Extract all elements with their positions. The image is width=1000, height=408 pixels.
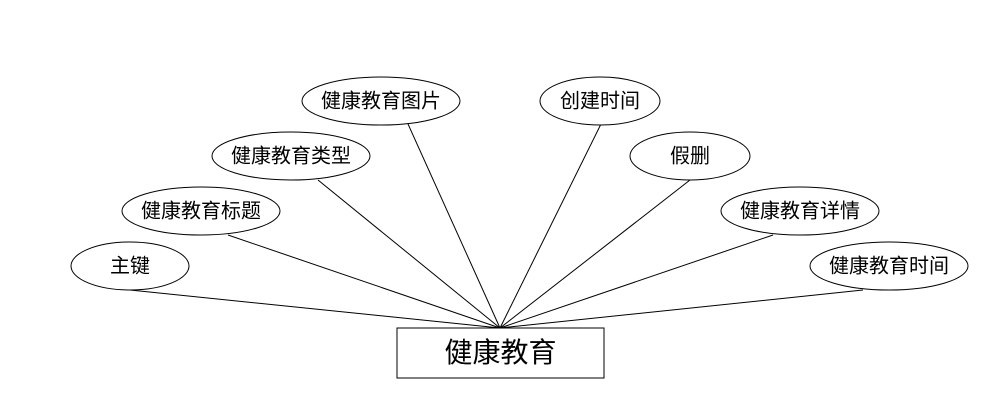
attribute-ellipse	[70, 241, 190, 291]
connector-type	[317, 179, 501, 329]
attribute-label: 健康教育时间	[829, 254, 949, 278]
attribute-title: 健康教育标题	[121, 186, 281, 236]
entity-rect	[396, 327, 605, 379]
attribute-label: 健康教育图片	[321, 89, 441, 113]
connectors	[129, 123, 864, 329]
entity-name: 健康教育	[444, 336, 556, 369]
attribute-ellipse	[301, 76, 461, 126]
entity-box: 健康教育	[396, 327, 605, 379]
attribute-ellipse	[629, 131, 751, 181]
attribute-ellipse	[211, 131, 371, 181]
attribute-created: 创建时间	[539, 76, 661, 126]
attribute-soft-delete: 假删	[629, 131, 751, 181]
attribute-pk: 主键	[70, 241, 190, 291]
attribute-image: 健康教育图片	[301, 76, 461, 126]
connector-time	[499, 289, 864, 329]
connector-pk	[129, 289, 501, 329]
attribute-ellipse	[720, 186, 880, 236]
attribute-label: 健康教育类型	[231, 144, 351, 168]
connector-title	[227, 234, 501, 329]
attribute-detail: 健康教育详情	[720, 186, 880, 236]
connector-created	[499, 123, 602, 329]
attribute-ellipse	[539, 76, 661, 126]
attribute-label: 主键	[110, 254, 150, 278]
connector-detail	[499, 234, 774, 329]
attribute-ellipse	[809, 241, 969, 291]
connector-image	[407, 123, 501, 329]
attribute-type: 健康教育类型	[211, 131, 371, 181]
attribute-label: 创建时间	[560, 89, 640, 113]
attribute-label: 健康教育标题	[141, 199, 261, 223]
connector-soft-delete	[499, 179, 691, 329]
attribute-ellipse	[121, 186, 281, 236]
attribute-label: 健康教育详情	[740, 199, 860, 223]
attribute-label: 假删	[670, 144, 710, 168]
attribute-time: 健康教育时间	[809, 241, 969, 291]
